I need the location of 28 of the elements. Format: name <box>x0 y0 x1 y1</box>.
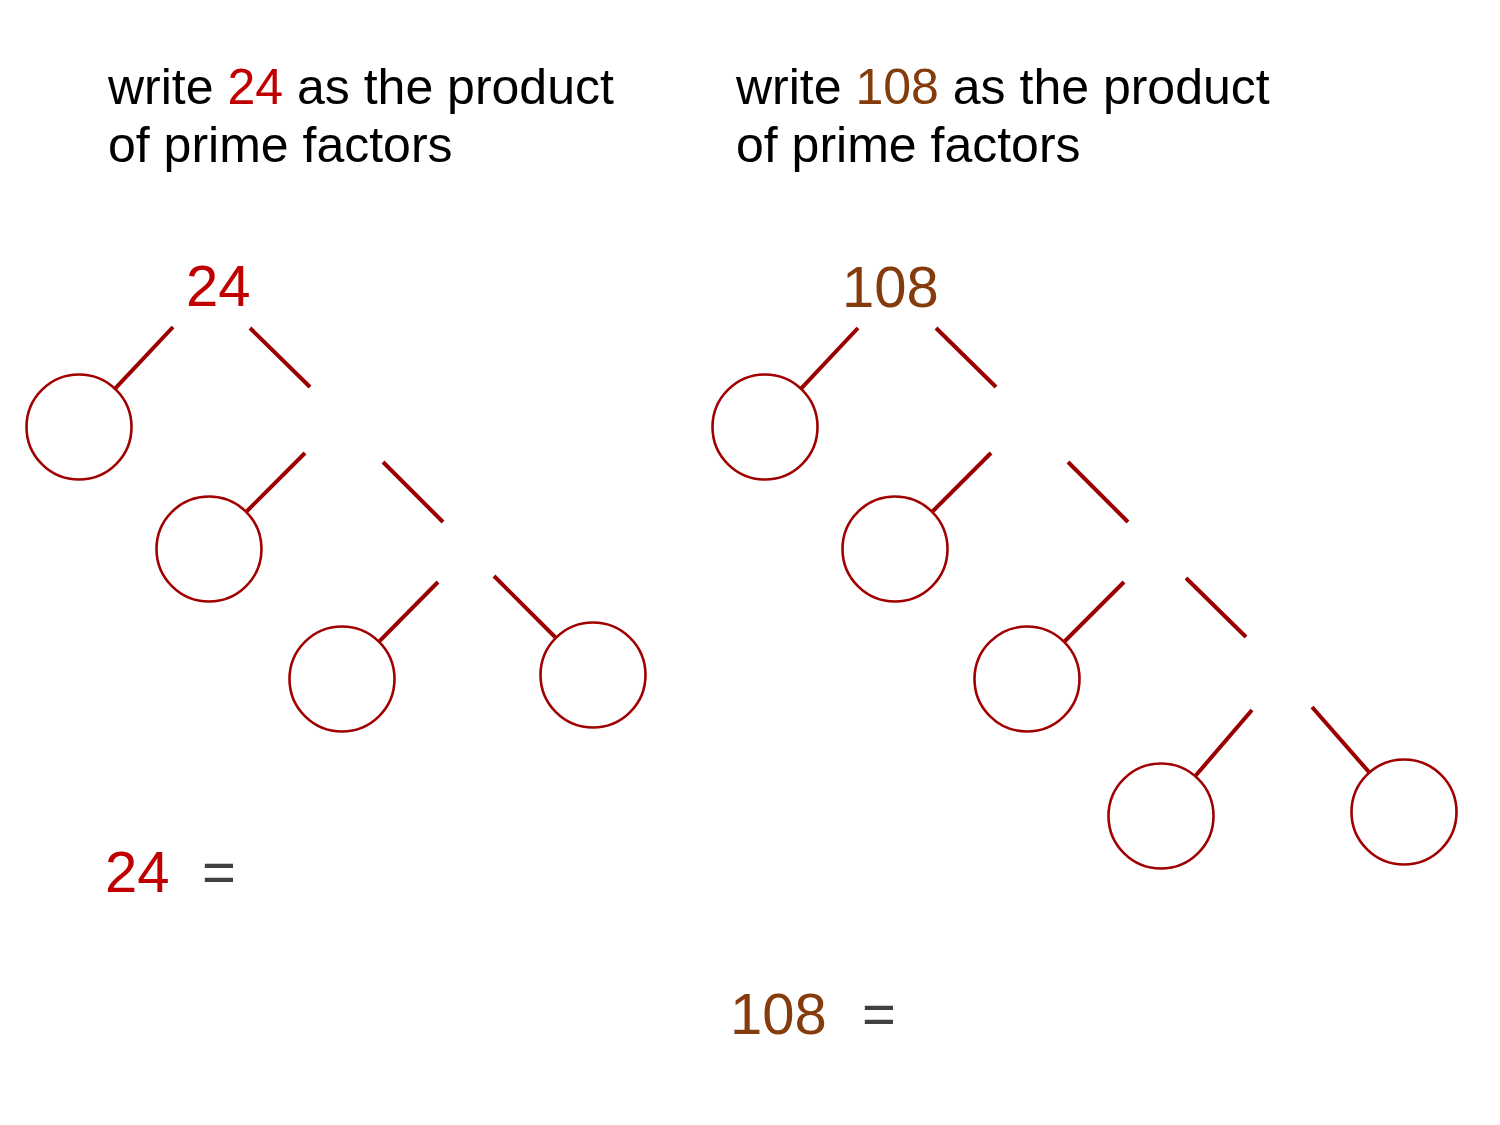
branch-line <box>934 326 998 389</box>
root-number: 24 <box>186 248 251 324</box>
answer-circle <box>24 372 134 482</box>
branch-line <box>1194 708 1254 778</box>
instruction-text: write 24 as the product of prime factors <box>108 58 615 174</box>
answer-circle <box>1106 761 1216 871</box>
answer-circle <box>1349 757 1459 867</box>
branch-line <box>245 451 307 513</box>
answer-circle <box>840 494 950 604</box>
number-label: 24 <box>105 838 170 906</box>
branch-line <box>1310 705 1371 774</box>
branch-line <box>931 451 993 513</box>
instruction-text: write 108 as the product of prime factors <box>736 58 1271 174</box>
answer-circle <box>972 624 1082 734</box>
root-number: 108 <box>842 249 939 325</box>
branch-line <box>113 325 175 390</box>
answer-circle <box>710 372 820 482</box>
answer-circle <box>287 624 397 734</box>
equals-sign: = <box>862 980 896 1048</box>
answer-circle <box>538 620 648 730</box>
branch-line <box>377 580 440 643</box>
branch-line <box>492 574 557 639</box>
number-label: 108 <box>730 980 827 1048</box>
equals-sign: = <box>202 838 236 906</box>
branch-line <box>248 326 312 389</box>
branch-line <box>799 326 860 390</box>
answer-circle <box>154 494 264 604</box>
branch-line <box>1063 580 1126 643</box>
